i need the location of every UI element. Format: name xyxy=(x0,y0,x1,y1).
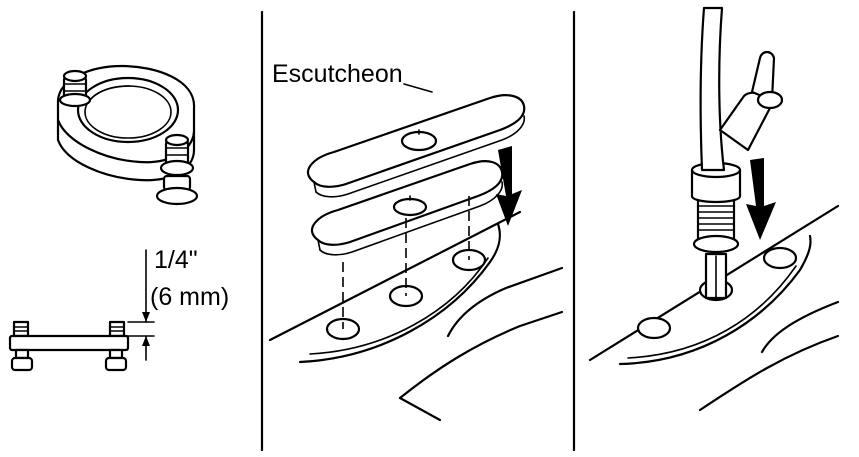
escutcheon-leader xyxy=(403,83,433,93)
faucet-body xyxy=(690,6,784,300)
dimension-marker xyxy=(127,249,155,361)
dimension-inch-label: 1/4" xyxy=(154,246,198,274)
dimension-mm-label: (6 mm) xyxy=(150,283,230,311)
alignment-dashes xyxy=(342,196,470,329)
down-arrow-right xyxy=(746,158,776,240)
escutcheon-label: Escutcheon xyxy=(272,60,403,88)
mounting-ring-isometric xyxy=(56,64,199,206)
sink-deck-middle xyxy=(268,210,564,422)
down-arrow-middle xyxy=(496,146,522,226)
escutcheon-top xyxy=(307,94,526,198)
mounting-ring-side-view xyxy=(8,320,130,372)
